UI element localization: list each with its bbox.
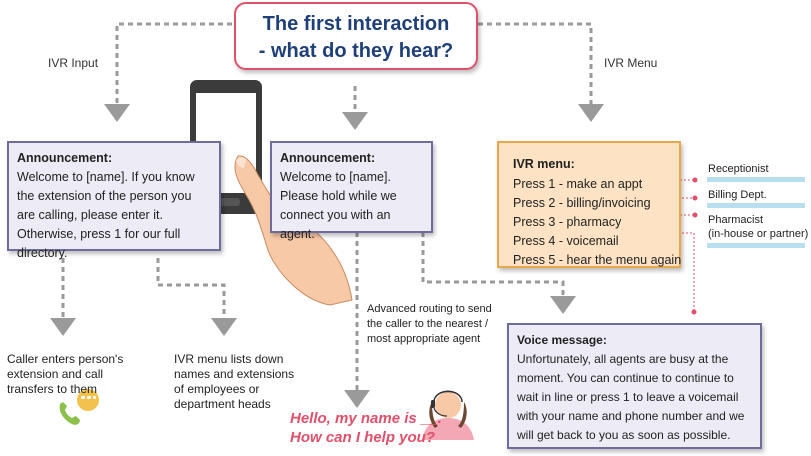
outcome-routing: Advanced routing to send the caller to t…: [367, 303, 492, 345]
ivr-menu-item-5: Press 5 - hear the menu again: [513, 253, 682, 267]
destination-billing-bar: [707, 203, 805, 208]
ivr-menu-item-2: Press 2 - billing/invoicing: [513, 196, 651, 210]
dot-pharmacist: [692, 212, 698, 218]
ivr-menu-heading: IVR menu:: [513, 157, 575, 171]
ivr-menu-item-1: Press 1 - make an appt: [513, 177, 643, 191]
title-line-1: The first interaction: [262, 13, 450, 35]
dot-receptionist: [692, 177, 698, 183]
ivr-menu-box: IVR menu: Press 1 - make an appt Press 2…: [497, 141, 681, 268]
announcement-hold-text: Welcome to [name]. Please hold while we …: [280, 170, 397, 241]
announcement-input-text: Welcome to [name]. If you know the exten…: [17, 170, 195, 260]
arrow-head: [50, 318, 76, 336]
ivr-menu-label: IVR Menu: [604, 56, 658, 70]
arrow-head: [344, 390, 370, 408]
arrow-head: [342, 112, 368, 130]
outcome-directory: IVR menu lists down names and extensions…: [174, 352, 295, 411]
destination-pharmacist-bar: [707, 243, 805, 248]
arrow-head: [578, 104, 604, 122]
destination-receptionist-bar: [707, 177, 805, 182]
voice-message-heading: Voice message:: [517, 333, 607, 347]
destination-pharmacist: Pharmacist (in-house or partner): [708, 213, 808, 241]
connector-input-to-directory: [156, 258, 226, 318]
connector-title-to-input: [115, 22, 232, 105]
connector-hold-to-voice: [421, 232, 565, 298]
announcement-input-box: Announcement: Welcome to [name]. If you …: [7, 141, 221, 260]
ivr-menu-item-4: Press 4 - voicemail: [513, 234, 619, 248]
destination-billing: Billing Dept.: [708, 189, 767, 201]
destination-pharmacist-line-1: Pharmacist: [708, 214, 764, 226]
arrow-head: [550, 296, 576, 314]
announcement-input-heading: Announcement:: [17, 151, 113, 165]
phone-call-icon: [59, 389, 99, 425]
agent-greeting-line-2: How can I help you?: [290, 429, 436, 446]
voice-message-box: Voice message: Unfortunately, all agents…: [507, 323, 762, 449]
title-line-2: - what do they hear?: [258, 40, 454, 62]
arrow-head: [104, 104, 130, 122]
agent-greeting: Hello, my name is __. How can I help you…: [290, 409, 442, 447]
outcome-extension: Caller enters person's extension and cal…: [7, 352, 124, 396]
voice-message-text: Unfortunately, all agents are busy at th…: [517, 352, 745, 442]
dot-voice: [691, 309, 697, 315]
agent-avatar-icon: [422, 390, 474, 440]
diagram-title: The first interaction - what do they hea…: [234, 2, 478, 70]
announcement-hold-heading: Announcement:: [280, 151, 376, 165]
announcement-hold-box: Announcement: Welcome to [name]. Please …: [270, 141, 433, 241]
ivr-menu-item-3: Press 3 - pharmacy: [513, 215, 622, 229]
destination-receptionist: Receptionist: [708, 163, 769, 175]
arrow-head: [211, 318, 237, 336]
ivr-input-label: IVR Input: [48, 56, 99, 70]
agent-greeting-line-1: Hello, my name is __.: [290, 410, 442, 427]
connector-title-to-menu: [478, 22, 593, 105]
destination-pharmacist-line-2: (in-house or partner): [708, 228, 809, 240]
dot-billing: [692, 195, 698, 201]
